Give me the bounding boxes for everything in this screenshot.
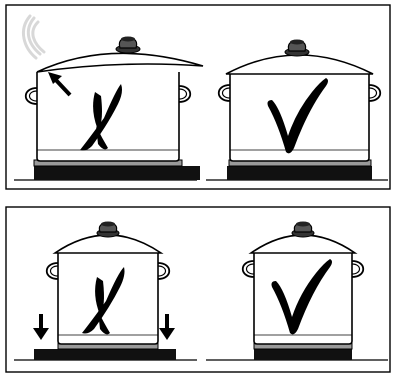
lid-fit-illustration	[0, 0, 394, 193]
pot-size-illustration	[0, 203, 394, 374]
pot-handle-right	[179, 86, 190, 102]
cooking-zone	[34, 166, 200, 180]
pot-size-panel	[0, 203, 394, 374]
cooking-zone	[34, 349, 176, 360]
pot-handle-right	[158, 263, 169, 279]
pot-lid	[226, 55, 373, 74]
pot-handle-left	[243, 261, 254, 277]
down-arrow-left	[33, 314, 49, 340]
pot-handle-right	[352, 261, 363, 277]
pot-handle-left	[219, 85, 230, 101]
cooking-zone	[227, 166, 372, 180]
pot-handle-left	[26, 88, 37, 104]
pot-handle-right	[369, 85, 380, 101]
pot-lid	[251, 235, 355, 253]
pot-correct-lid	[219, 40, 381, 181]
pot-lid	[55, 235, 161, 253]
pot-wrong-lid	[23, 16, 203, 180]
pot-handle-left	[47, 263, 58, 279]
pot-correct-size	[243, 222, 364, 361]
pot-lid	[37, 53, 203, 72]
cooking-zone	[254, 349, 352, 360]
down-arrow-right	[159, 314, 175, 340]
pot-too-small	[33, 222, 176, 361]
lid-fit-panel	[0, 0, 394, 193]
steam-wisps	[23, 16, 44, 58]
